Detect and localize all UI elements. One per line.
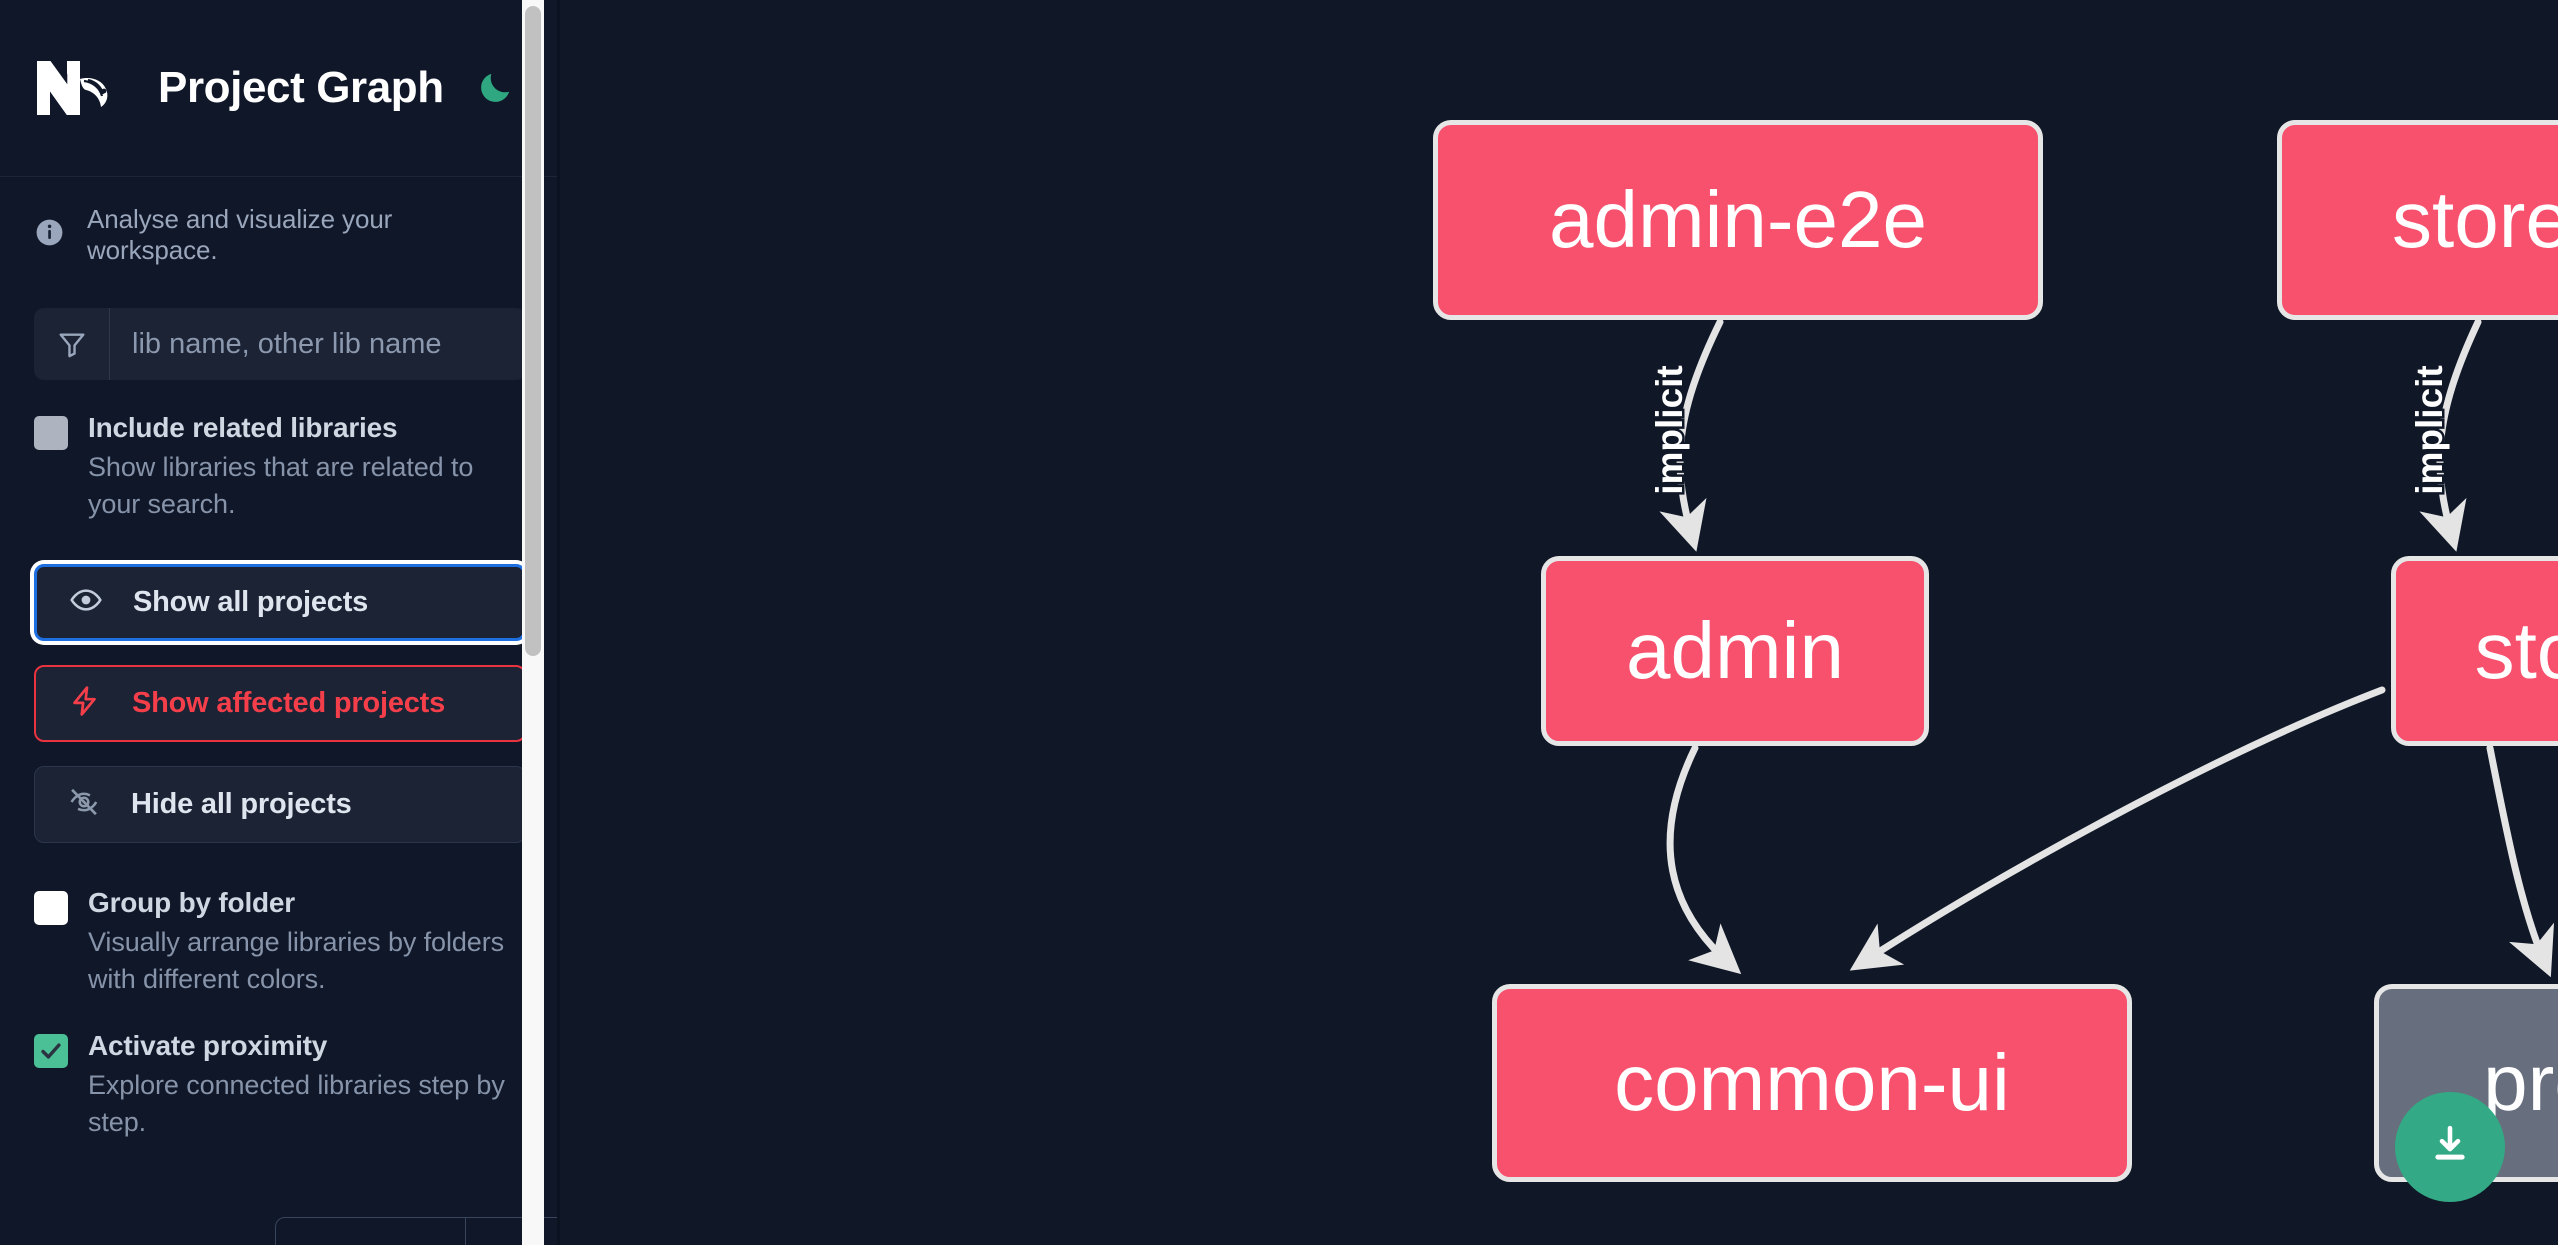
group-by-folder-checkbox[interactable] [34,890,68,925]
graph-node-store-e2e-label: store-e2e [2392,175,2558,264]
group-by-folder-label: Group by folder [88,886,296,918]
edge-store-e2e-to-store [2419,318,2482,552]
graph-node-products-label: products [2483,1038,2558,1127]
graph-node-common-ui-label: common-ui [1614,1038,2010,1127]
search-input[interactable] [110,308,526,380]
sidebar: Project Graph Analyse and visualize your… [0,0,560,1245]
check-icon [41,1043,61,1059]
sidebar-divider [557,0,560,1245]
graph-node-admin[interactable]: admin [1541,556,1929,746]
tagline-text: Analyse and visualize your workspace. [87,204,393,265]
include-related-libraries-label: Include related libraries [88,412,398,443]
include-related-libraries-description: Show libraries that are related to your … [88,452,474,520]
edge-label-implicit-store: implicit [2409,365,2450,495]
graph-node-admin-e2e[interactable]: admin-e2e [1433,120,2043,320]
option-include-related-libraries[interactable]: Include related libraries Show libraries… [0,380,560,524]
include-related-libraries-checkbox[interactable] [34,416,68,450]
show-all-projects-label: Show all projects [133,585,369,618]
eye-off-icon [67,785,101,824]
edge-store-to-common-ui [1849,686,2386,971]
option-activate-proximity[interactable]: Activate proximity Explore connected lib… [0,998,560,1142]
eye-icon [69,583,103,622]
visibility-button-group: Show all projects Show affected projects [0,524,560,843]
edge-admin-e2e-to-admin [1659,318,1724,552]
sidebar-scrollbar[interactable] [522,0,544,1245]
graph-node-store-e2e[interactable]: store-e2e [2277,120,2558,320]
sidebar-scroll-content: Project Graph Analyse and visualize your… [0,0,560,1245]
info-icon [34,217,65,253]
graph-node-common-ui[interactable]: common-ui [1492,984,2132,1182]
tagline: Analyse and visualize your workspace. [0,177,560,266]
download-button[interactable] [2395,1092,2505,1202]
graph-canvas[interactable]: implicit implicit admin-e2e store-e2e ad… [560,0,2558,1245]
segment-option-2[interactable] [466,1218,560,1245]
lightning-icon [68,684,102,723]
moon-icon[interactable] [472,65,518,111]
sidebar-scrollbar-thumb[interactable] [525,6,541,656]
edge-store-to-products [2486,744,2555,978]
option-group-by-folder[interactable]: Group by folder Visually arrange librari… [0,843,560,999]
hide-all-projects-label: Hide all projects [131,787,352,820]
nx-logo-icon [34,57,126,119]
hide-all-projects-button[interactable]: Hide all projects [34,765,526,843]
graph-node-store-label: store [2474,606,2558,695]
graph-edges: implicit implicit [1647,318,2555,978]
activate-proximity-label: Activate proximity [88,1030,328,1061]
funnel-icon[interactable] [34,308,110,380]
edge-admin-to-common-ui [1666,744,1742,975]
sidebar-header: Project Graph [0,0,560,177]
activate-proximity-checkbox[interactable] [34,1034,68,1068]
show-affected-projects-button[interactable]: Show affected projects [34,664,526,742]
page-title: Project Graph [158,63,444,112]
download-icon [2424,1119,2476,1176]
show-all-projects-button[interactable]: Show all projects [34,563,526,641]
graph-node-admin-e2e-label: admin-e2e [1548,175,1927,264]
edge-label-implicit-admin: implicit [1649,365,1690,495]
activate-proximity-description: Explore connected libraries step by step… [88,1070,505,1138]
filter-row [0,266,560,380]
graph-node-store[interactable]: store [2391,556,2558,746]
segment-option-1[interactable] [276,1218,466,1245]
proximity-step-segmented-control[interactable] [275,1217,560,1245]
group-by-folder-description: Visually arrange libraries by folders wi… [88,926,505,994]
graph-node-admin-label: admin [1626,606,1844,695]
show-affected-projects-label: Show affected projects [132,686,446,719]
search-box[interactable] [34,308,526,380]
